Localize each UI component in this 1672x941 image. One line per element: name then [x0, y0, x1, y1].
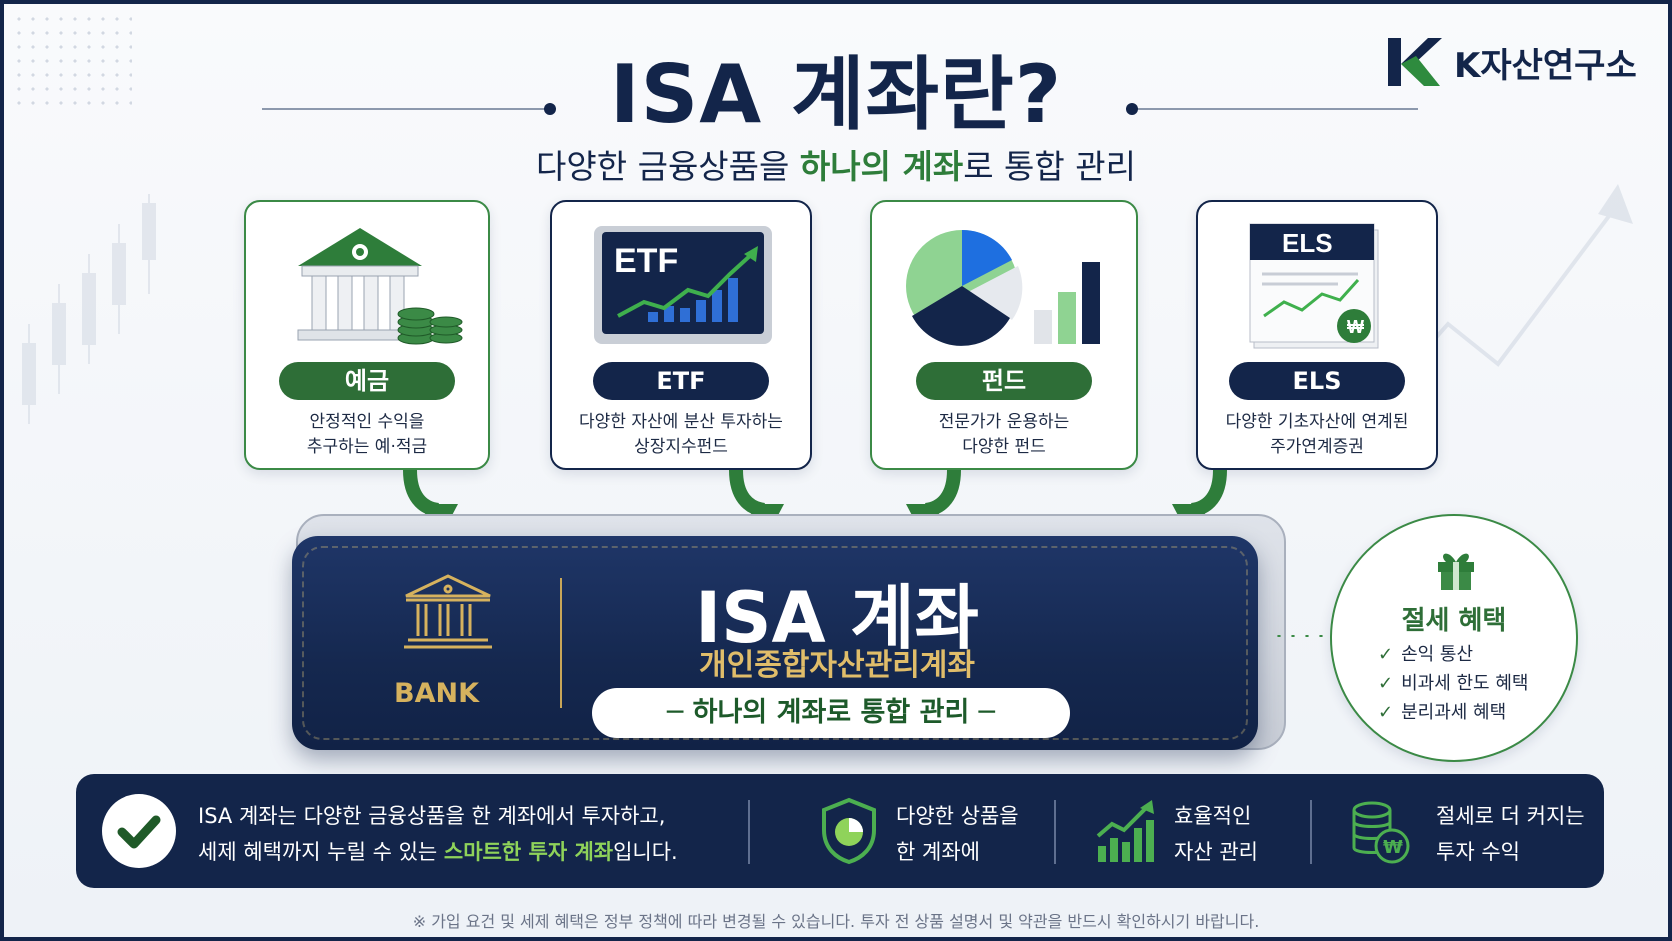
list-item: ✓ 분리과세 혜택: [1378, 698, 1528, 727]
pie-bar-chart-icon: [906, 229, 1100, 346]
check-icon: ✓: [1378, 702, 1394, 723]
product-card-deposit: 예금 안정적인 수익을 추구하는 예·적금: [244, 200, 490, 470]
etf-screen-text: ETF: [614, 242, 678, 280]
feature-line: 효율적인: [1174, 804, 1252, 828]
desc-line: 상장지수펀드: [634, 437, 728, 457]
els-doc-text: ELS: [1282, 228, 1333, 258]
dot-pattern: [12, 12, 132, 112]
connector-dots: [1272, 633, 1328, 639]
desc-line: 주가연계증권: [1270, 437, 1364, 457]
brand-logo: K자산연구소: [1384, 34, 1637, 90]
summary-highlight: 스마트한 투자 계좌: [443, 840, 614, 864]
feature-text: 효율적인 자산 관리: [1174, 798, 1258, 870]
coin-stack-won-icon: ₩: [1352, 801, 1410, 864]
wallet-stitching: [302, 546, 1248, 740]
feature-line: 투자 수익: [1436, 840, 1520, 864]
desc-line: 추구하는 예·적금: [306, 437, 428, 457]
product-card-els: ELS ₩ ELS 다양한 기초자산에 연계된 주가연계증권: [1196, 200, 1438, 470]
product-label: ETF: [593, 362, 769, 400]
list-item: ✓ 비과세 한도 혜택: [1378, 669, 1528, 698]
summary-text: ISA 계좌는 다양한 금융상품을 한 계좌에서 투자하고, 세제 혜택까지 누…: [198, 798, 678, 870]
checkmark-icon: [117, 815, 161, 849]
k-logo-icon: [1388, 38, 1442, 86]
desc-line: 다양한 자산에 분산 투자하는: [579, 412, 783, 432]
summary-line: ISA 계좌는 다양한 금융상품을 한 계좌에서 투자하고,: [198, 804, 666, 828]
subtitle-text: 다양한 금융상품을: [536, 147, 800, 186]
bar-divider: [748, 800, 750, 864]
title-divider-dot: [1126, 103, 1138, 115]
page-subtitle: 다양한 금융상품을 하나의 계좌로 통합 관리: [4, 140, 1668, 188]
list-item: ✓ 손익 통산: [1378, 640, 1528, 669]
tax-benefit-panel: 절세 혜택 ✓ 손익 통산 ✓ 비과세 한도 혜택 ✓ 분리과세 혜택: [1330, 514, 1578, 762]
bank-coins-icon: [297, 228, 463, 345]
product-label: 예금: [279, 362, 455, 400]
shield-pie-icon: [822, 797, 876, 865]
summary-bar: ISA 계좌는 다양한 금융상품을 한 계좌에서 투자하고, 세제 혜택까지 누…: [76, 774, 1604, 888]
disclaimer-footnote: ※ 가입 요건 및 세제 혜택은 정부 정책에 따라 변경될 수 있습니다. 투…: [412, 912, 1260, 931]
won-symbol: ₩: [1383, 837, 1403, 858]
bar-divider: [1054, 800, 1056, 864]
product-description: 안정적인 수익을 추구하는 예·적금: [246, 410, 488, 460]
account-banner: ─ 하나의 계좌로 통합 관리 ─: [592, 688, 1070, 738]
tax-benefit-item: 손익 통산: [1401, 644, 1474, 665]
title-divider-right: [1130, 108, 1418, 110]
feature-line: 자산 관리: [1174, 840, 1258, 864]
desc-line: 다양한 펀드: [962, 437, 1046, 457]
desc-line: 안정적인 수익을: [309, 412, 425, 432]
won-seal-icon: ₩: [1347, 317, 1364, 337]
summary-text-part: 입니다.: [613, 840, 678, 864]
product-description: 전문가가 운용하는 다양한 펀드: [872, 410, 1136, 460]
etf-chart-icon: ETF: [594, 226, 772, 344]
background-candlestick-icon: [22, 194, 156, 424]
feature-text: 다양한 상품을 한 계좌에: [896, 798, 1019, 870]
tax-benefit-item: 분리과세 혜택: [1401, 702, 1507, 723]
product-label: 펀드: [916, 362, 1092, 400]
bank-label: BANK: [394, 678, 479, 709]
page-title: ISA 계좌란?: [609, 48, 1063, 141]
title-divider-left: [262, 108, 550, 110]
subtitle-highlight: 하나의 계좌: [799, 147, 964, 186]
feature-line: 절세로 더 커지는: [1436, 804, 1585, 828]
summary-line: 세제 혜택까지 누릴 수 있는 스마트한 투자 계좌입니다.: [198, 834, 678, 870]
isa-account-wallet: BANK ISA 계좌 개인종합자산관리계좌 ─ 하나의 계좌로 통합 관리 ─: [292, 536, 1258, 750]
desc-line: 다양한 기초자산에 연계된: [1225, 412, 1409, 432]
desc-line: 전문가가 운용하는: [938, 412, 1070, 432]
product-card-etf: ETF ETF 다양한 자산에 분산 투자하는 상장지수펀드: [550, 200, 812, 470]
account-subtitle: 개인종합자산관리계좌: [699, 648, 975, 683]
feature-line: 다양한 상품을: [896, 804, 1019, 828]
check-icon: ✓: [1378, 644, 1394, 665]
brand-name: K자산연구소: [1454, 45, 1637, 86]
tax-benefit-item: 비과세 한도 혜택: [1401, 673, 1529, 694]
tax-benefit-title: 절세 혜택: [1401, 606, 1507, 636]
product-card-fund: 펀드 전문가가 운용하는 다양한 펀드: [870, 200, 1138, 470]
check-circle-icon: [102, 794, 176, 868]
bar-divider: [1310, 800, 1312, 864]
bank-building-icon: [404, 574, 492, 649]
gift-icon: [1438, 553, 1474, 590]
check-icon: ✓: [1378, 673, 1394, 694]
feature-text: 절세로 더 커지는 투자 수익: [1436, 798, 1585, 870]
subtitle-text: 로 통합 관리: [963, 147, 1136, 186]
product-label: ELS: [1229, 362, 1405, 400]
product-description: 다양한 기초자산에 연계된 주가연계증권: [1198, 410, 1436, 460]
growth-chart-icon: [1096, 800, 1154, 862]
account-title: ISA 계좌: [695, 577, 979, 659]
feature-line: 한 계좌에: [896, 840, 980, 864]
product-description: 다양한 자산에 분산 투자하는 상장지수펀드: [552, 410, 810, 460]
wallet-divider: [560, 578, 562, 708]
els-document-icon: ELS ₩: [1249, 223, 1379, 349]
title-divider-dot: [544, 103, 556, 115]
tax-benefit-list: ✓ 손익 통산 ✓ 비과세 한도 혜택 ✓ 분리과세 혜택: [1378, 640, 1528, 727]
summary-text-part: 세제 혜택까지 누릴 수 있는: [198, 840, 444, 864]
